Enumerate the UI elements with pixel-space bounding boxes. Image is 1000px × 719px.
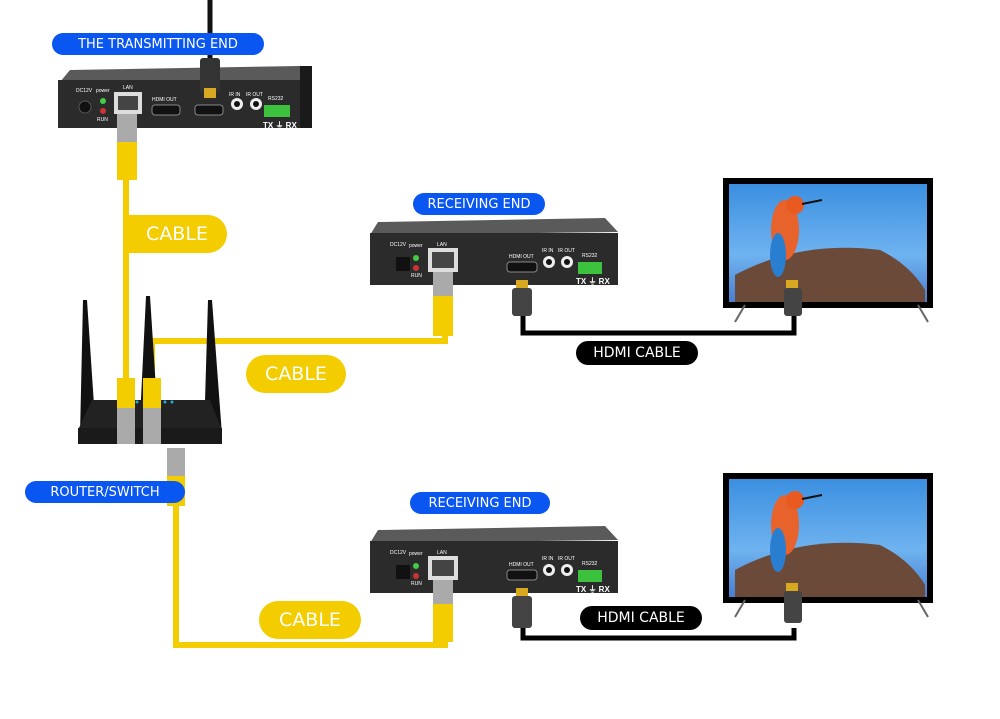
rx2-port-ir-in: IR IN [542, 556, 554, 562]
transmitter-device [58, 58, 312, 180]
tv-2 [723, 473, 933, 623]
tx-port-ir-in: IR IN [229, 92, 241, 98]
uplink-cable-label: CABLE [127, 215, 227, 253]
tx-port-run-led: RUN [97, 117, 108, 123]
rx2-port-run-led: RUN [411, 581, 422, 587]
rx1-port-power-led: power [409, 243, 423, 249]
tv-1 [723, 178, 933, 323]
transmitter-label: THE TRANSMITTING END [52, 33, 264, 55]
rx2-port-rs232: RS232 [582, 561, 598, 567]
tx-port-dc12v: DC12V [76, 88, 93, 94]
rx1-port-dc12v: DC12V [390, 242, 407, 248]
tx-port-lan: LAN [123, 85, 133, 91]
router-label: ROUTER/SWITCH [25, 481, 185, 503]
rx2-hdmi-cable-label: HDMI CABLE [580, 606, 702, 630]
rx1-port-rs232: RS232 [582, 253, 598, 259]
rx1-cable-label: CABLE [246, 355, 346, 393]
tx-port-hdmi-out: HDMI OUT [152, 97, 177, 103]
rx2-cable-label: CABLE [259, 601, 361, 639]
rx2-port-rs232-pins: TX ⏚ RX [576, 585, 610, 594]
hdmi-cable-rx1-tv1 [520, 315, 797, 336]
rx1-port-rs232-pins: TX ⏚ RX [576, 277, 610, 286]
tx-port-rs232-pins: TX ⏚ RX [263, 121, 297, 130]
receiver-1-label: RECEIVING END [413, 193, 545, 215]
receiver-2-label: RECEIVING END [410, 492, 550, 514]
tx-port-rs232: RS232 [268, 96, 284, 102]
rx2-port-dc12v: DC12V [390, 550, 407, 556]
rx1-port-ir-in: IR IN [542, 248, 554, 254]
receiver-1-device [370, 218, 618, 336]
router-device [78, 296, 222, 506]
tx-port-ir-out: IR OUT [246, 92, 263, 98]
rx2-port-lan: LAN [437, 550, 447, 556]
rx2-port-power-led: power [409, 551, 423, 557]
rx2-port-ir-out: IR OUT [558, 556, 575, 562]
tx-port-power-led: power [96, 88, 110, 94]
receiver-2-device [370, 526, 618, 642]
rx1-port-hdmi-out: HDMI OUT [509, 254, 534, 260]
rx1-port-ir-out: IR OUT [558, 248, 575, 254]
rx1-port-lan: LAN [437, 242, 447, 248]
rx1-hdmi-cable-label: HDMI CABLE [576, 341, 698, 365]
hdmi-cable-rx2-tv2 [520, 628, 797, 641]
rx2-port-hdmi-out: HDMI OUT [509, 562, 534, 568]
rx1-port-run-led: RUN [411, 273, 422, 279]
